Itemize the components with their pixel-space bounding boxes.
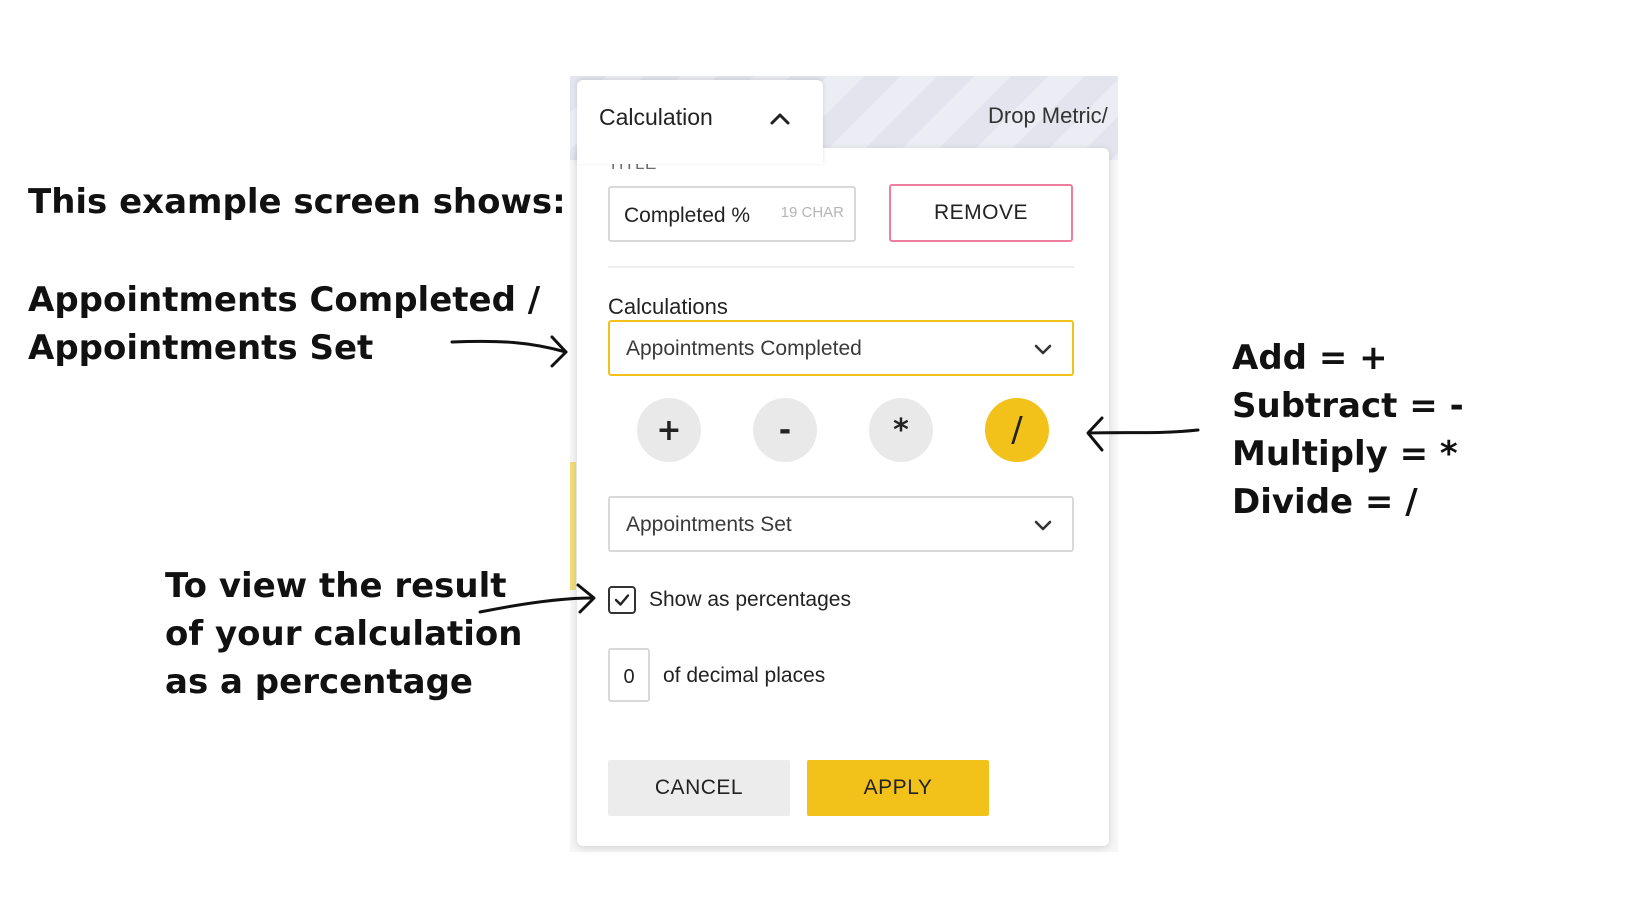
- chevron-down-icon: [1034, 344, 1052, 355]
- apply-button[interactable]: APPLY: [807, 760, 989, 816]
- show-percentages-label: Show as percentages: [649, 588, 851, 611]
- remove-button[interactable]: REMOVE: [889, 184, 1073, 242]
- tab-join: [577, 140, 823, 160]
- percentage-note-line: To view the result: [165, 566, 507, 606]
- percentage-note: To view the result of your calculation a…: [165, 562, 523, 706]
- add-operator-button[interactable]: +: [637, 398, 701, 462]
- title-input[interactable]: Completed % 19 CHAR: [608, 186, 856, 242]
- intro-note: This example screen shows:: [28, 182, 566, 222]
- divide-operator-button[interactable]: /: [985, 398, 1049, 462]
- first-metric-select[interactable]: Appointments Completed: [608, 320, 1074, 376]
- example-note-line: Appointments Set: [28, 328, 374, 368]
- title-char-count: 19 CHAR: [780, 204, 844, 221]
- show-percentages-checkbox[interactable]: [608, 586, 636, 614]
- calculation-panel: TITLE Completed % 19 CHAR REMOVE Calcula…: [577, 148, 1109, 846]
- decimal-places-value: 0: [623, 666, 635, 688]
- operators-note-multiply: Multiply = *: [1232, 434, 1458, 474]
- drop-metric-label: Drop Metric/: [988, 103, 1108, 128]
- subtract-operator-button[interactable]: -: [753, 398, 817, 462]
- chevron-down-icon: [1034, 520, 1052, 531]
- percentage-note-line: as a percentage: [165, 662, 473, 702]
- example-note: Appointments Completed / Appointments Se…: [28, 276, 540, 372]
- operators-note-divide: Divide = /: [1232, 482, 1418, 522]
- second-metric-value: Appointments Set: [626, 513, 792, 536]
- calculations-label: Calculations: [608, 294, 728, 319]
- operators-note-add: Add = +: [1232, 338, 1388, 378]
- section-divider: [608, 266, 1074, 268]
- tab-title: Calculation: [599, 104, 713, 130]
- multiply-operator-button[interactable]: *: [869, 398, 933, 462]
- operators-note: Add = + Subtract = - Multiply = * Divide…: [1232, 334, 1464, 526]
- chevron-up-icon[interactable]: [767, 106, 793, 132]
- operators-note-subtract: Subtract = -: [1232, 386, 1464, 426]
- cancel-button[interactable]: CANCEL: [608, 760, 790, 816]
- background-yellow-edge: [570, 462, 576, 590]
- check-icon: [614, 594, 630, 606]
- second-metric-select[interactable]: Appointments Set: [608, 496, 1074, 552]
- decimal-places-input[interactable]: 0: [608, 648, 650, 702]
- title-value: Completed %: [624, 204, 751, 227]
- percentage-note-line: of your calculation: [165, 614, 523, 654]
- example-note-line: Appointments Completed /: [28, 280, 541, 320]
- arrow-head: [550, 335, 568, 368]
- decimal-places-label: of decimal places: [663, 664, 826, 687]
- first-metric-value: Appointments Completed: [626, 337, 862, 360]
